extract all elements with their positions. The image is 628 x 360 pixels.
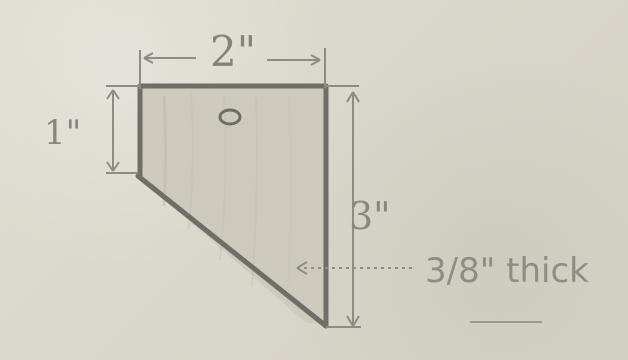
top-arrow-left	[143, 52, 154, 64]
right-dimension-label: 3"	[349, 194, 391, 238]
top-dimension-label: 2"	[210, 27, 256, 76]
left-arrow-top	[106, 89, 120, 100]
wood-grain-1	[162, 95, 167, 207]
right-arrow-top	[346, 91, 360, 103]
top-arrow-right	[310, 54, 321, 66]
thickness-label: 3/8" thick	[425, 251, 589, 291]
wood-grain-5	[286, 95, 293, 307]
left-dimension-label: 1"	[44, 113, 81, 153]
thickness-arrow	[296, 261, 308, 275]
mounting-hole	[218, 108, 242, 126]
wood-grain-4	[251, 97, 258, 287]
wood-block	[138, 86, 326, 326]
wood-grain-2	[188, 93, 194, 230]
diagonal-edge	[135, 173, 329, 329]
right-arrow-bottom	[346, 315, 360, 327]
left-arrow-bottom	[106, 161, 120, 172]
